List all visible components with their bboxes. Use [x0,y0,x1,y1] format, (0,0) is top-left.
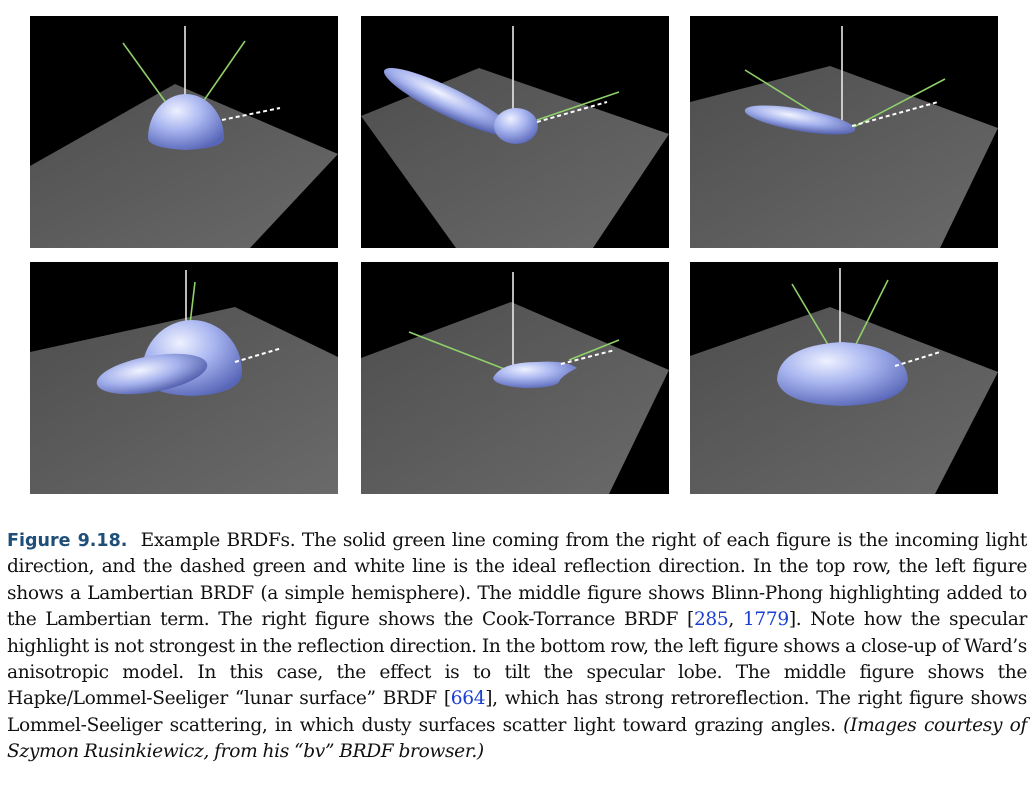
reflection-direction-line [568,339,620,361]
brdf-lobe [148,94,224,150]
figure-caption: Figure 9.18. Example BRDFs. The solid gr… [7,528,1027,766]
brdf-image-ward-anisotropic [30,262,338,494]
brdf-lobe [493,361,577,388]
incoming-light-line [408,331,508,371]
incoming-light-line [536,91,620,121]
citation-link[interactable]: 1779 [742,609,789,631]
reflection-direction-line [851,78,946,129]
brdf-lobe-diffuse [494,108,538,144]
reflection-dashed-line [221,107,281,121]
figure-label: Figure 9.18. [7,531,128,551]
surface-plane [361,68,669,248]
incoming-light-line [189,281,196,325]
reflection-direction-line [853,279,889,349]
caption-text: ]. Note how the specular highlight is no… [7,609,1028,710]
reflection-dashed-line [894,351,941,367]
citation-separator: , [728,609,743,631]
brdf-lobe [777,342,908,406]
reflection-dashed-line [536,101,608,123]
brdf-lobe [744,105,856,135]
brdf-image-lambertian [30,16,338,248]
surface-plane [30,84,338,248]
reflection-dashed-line [560,349,616,365]
citation-link[interactable]: 285 [693,609,729,631]
surface-plane [30,307,338,494]
brdf-image-cook-torrance [690,16,998,248]
surface-plane [690,66,998,248]
brdf-image-lommel-seeliger [690,262,998,494]
brdf-lobe-anisotropic [96,353,208,395]
caption-text: Example BRDFs. The solid green line comi… [7,530,1027,631]
surface-plane [361,302,669,494]
caption-text: ], which has strong retroreflection. The… [7,688,1027,736]
brdf-image-blinn-phong [361,16,669,248]
image-credit: (Images courtesy of Szymon Rusinkiewicz,… [7,714,1027,763]
reflection-direction-line [197,40,246,110]
reflection-dashed-line [851,101,939,127]
citation-link[interactable]: 664 [450,688,486,710]
brdf-lobe-specular [383,68,515,136]
brdf-image-hapke-lommel-seeliger [361,262,669,494]
incoming-light-line [122,42,173,112]
incoming-light-line [791,283,831,349]
reflection-dashed-line [234,347,283,363]
